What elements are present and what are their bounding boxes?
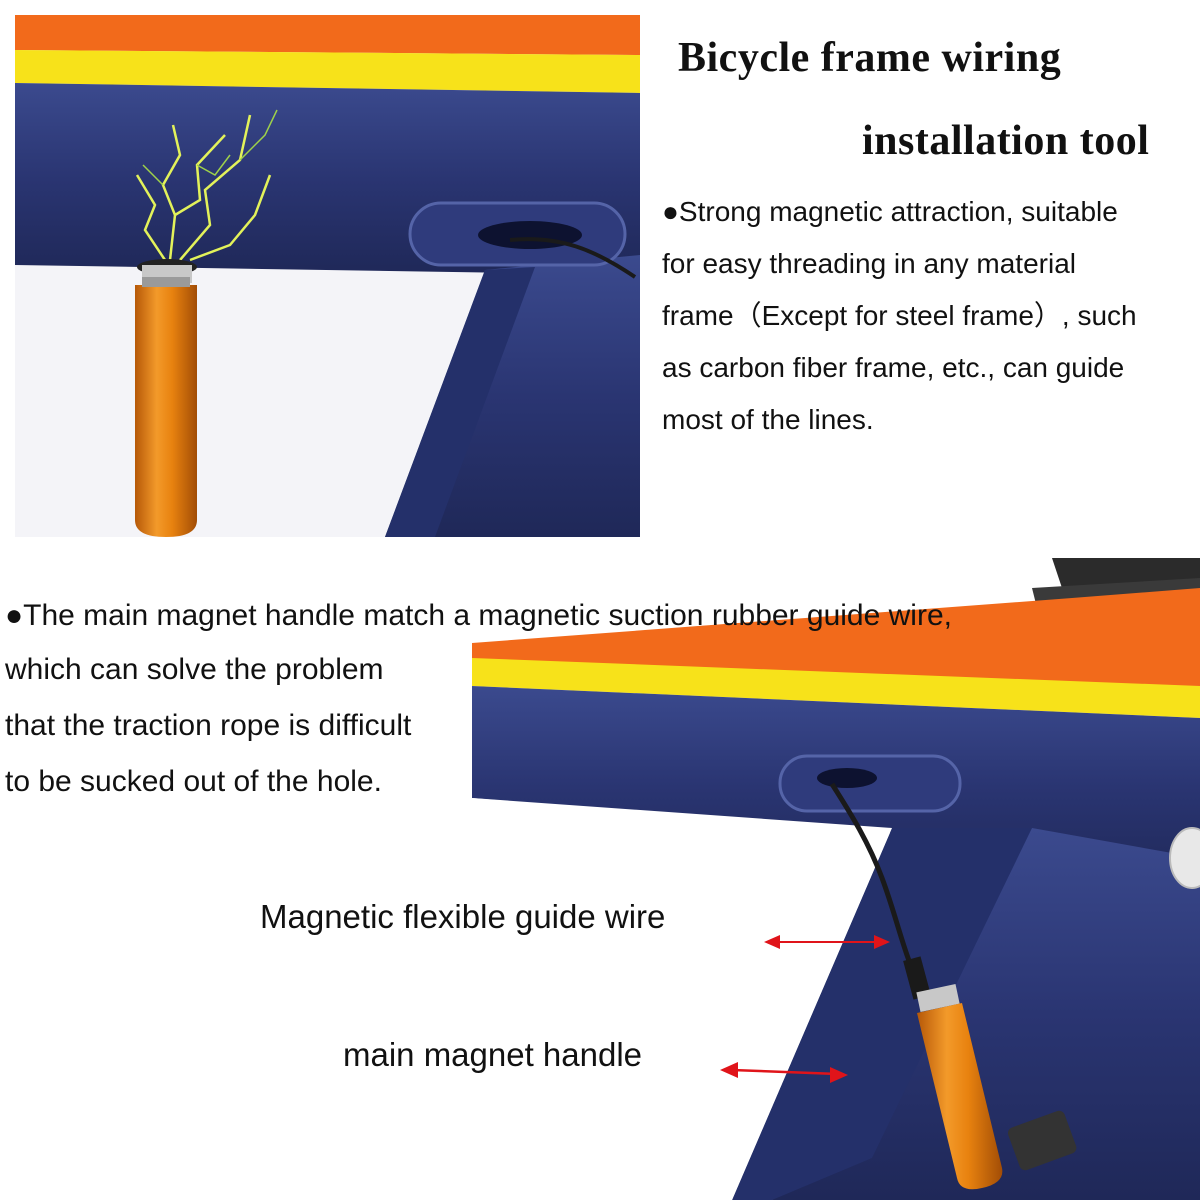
- product-title-line2: installation tool: [862, 118, 1150, 164]
- feature2-line: to be sucked out of the hole.: [5, 765, 382, 798]
- callout-guide-wire: Magnetic flexible guide wire: [260, 898, 666, 935]
- feature1-line: frame（Except for steel frame）, such: [662, 300, 1137, 331]
- feature1-line: as carbon fiber frame, etc., can guide: [662, 352, 1125, 383]
- top-frame-photo: [15, 15, 640, 537]
- guide-wire-arrow: [764, 930, 894, 954]
- handle-arrow: [720, 1058, 850, 1086]
- bottom-frame-photo: [472, 558, 1200, 1200]
- feature2-line: that the traction rope is difficult: [5, 709, 412, 742]
- product-title-line1: Bicycle frame wiring: [678, 35, 1062, 81]
- callout-main-handle: main magnet handle: [343, 1036, 643, 1073]
- feature1-line: most of the lines.: [662, 404, 874, 435]
- feature-magnet-handle: ●The main magnet handle match a magnetic…: [5, 590, 952, 810]
- feature2-line: which can solve the problem: [5, 653, 384, 686]
- feature-magnetic-attraction: ●Strong magnetic attraction, suitable fo…: [662, 186, 1137, 446]
- feature1-line: for easy threading in any material: [662, 248, 1076, 279]
- feature2-line: ●The main magnet handle match a magnetic…: [5, 599, 952, 632]
- feature1-line: ●Strong magnetic attraction, suitable: [662, 196, 1118, 227]
